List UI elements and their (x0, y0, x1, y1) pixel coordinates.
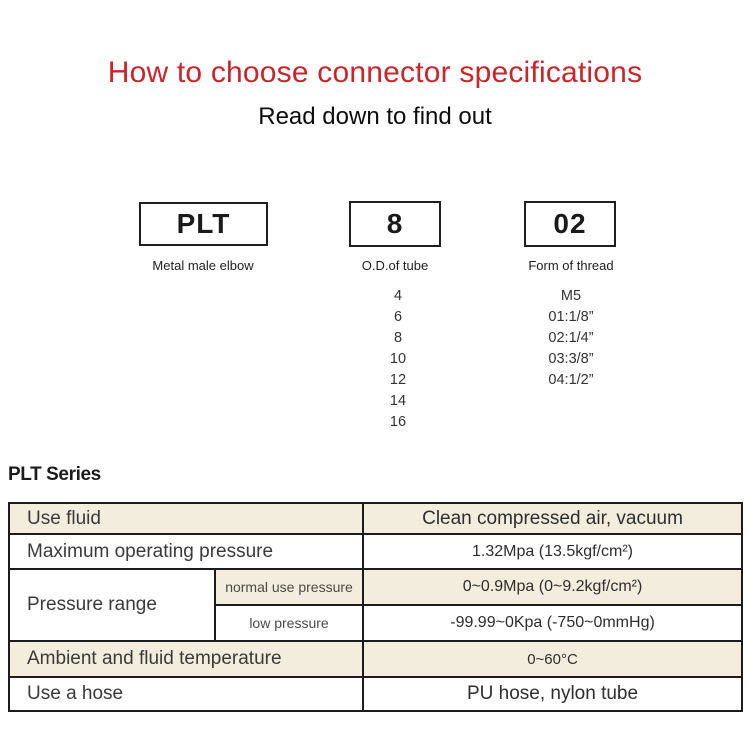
tube-size-option: 16 (389, 414, 407, 430)
page-title: How to choose connector specifications (107, 56, 643, 89)
spec-value-temperature: 0~60°C (362, 640, 744, 678)
spec-label-use-fluid: Use fluid (7, 502, 365, 535)
spec-row-use-fluid: Use fluid Clean compressed air, vacuum (7, 502, 744, 535)
spec-row-pressure-low: low pressure -99.99~0Kpa (-750~0mmHg) (9, 604, 744, 642)
spec-table: Use fluid Clean compressed air, vacuum M… (7, 502, 744, 712)
tube-size-option: 12 (389, 372, 407, 388)
spec-label-pressure-range: Pressure range (8, 568, 216, 642)
spec-value-hose: PU hose, nylon tube (362, 676, 744, 712)
page-subtitle: Read down to find out (258, 103, 492, 130)
spec-sublabel-low-pressure: low pressure (213, 604, 365, 642)
spec-value-normal-pressure: 0~0.9Mpa (0~9.2kgf/cm²) (362, 568, 744, 606)
spec-label-hose: Use a hose (7, 676, 365, 712)
tube-size-option: 14 (389, 393, 407, 409)
model-code-box-tube-od: 8 (349, 201, 441, 247)
spec-value-use-fluid: Clean compressed air, vacuum (362, 502, 744, 535)
spec-row-temperature: Ambient and fluid temperature 0~60°C (7, 640, 744, 678)
thread-option: 01:1/8” (548, 309, 594, 325)
spec-label-max-pressure: Maximum operating pressure (7, 533, 365, 570)
tube-size-option: 8 (393, 330, 403, 346)
thread-option-list: M5 01:1/8” 02:1/4” 03:3/8” 04:1/2” (511, 286, 631, 391)
tube-size-option: 6 (393, 309, 403, 325)
model-code-box-thread: 02 (524, 201, 616, 247)
spec-row-pressure-normal: Pressure range normal use pressure 0~0.9… (8, 568, 744, 642)
thread-option: 03:3/8” (548, 351, 594, 367)
model-code-label-tube-od: O.D.of tube (361, 258, 429, 273)
spec-row-hose: Use a hose PU hose, nylon tube (7, 676, 744, 712)
thread-option: 02:1/4” (548, 330, 594, 346)
model-code-label-series: Metal male elbow (152, 258, 254, 273)
thread-option: M5 (560, 288, 582, 304)
spec-value-max-pressure: 1.32Mpa (13.5kgf/cm²) (362, 533, 744, 570)
tube-size-option: 10 (389, 351, 407, 367)
model-code-box-series: PLT (139, 202, 268, 246)
spec-row-max-pressure: Maximum operating pressure 1.32Mpa (13.5… (7, 533, 744, 570)
spec-sublabel-normal-pressure: normal use pressure (213, 568, 365, 606)
series-heading: PLT Series (8, 464, 101, 485)
tube-size-option: 4 (393, 288, 403, 304)
spec-value-low-pressure: -99.99~0Kpa (-750~0mmHg) (362, 604, 744, 642)
spec-label-temperature: Ambient and fluid temperature (7, 640, 365, 678)
tube-size-option-list: 4 6 8 10 12 14 16 (348, 286, 448, 433)
model-code-label-thread: Form of thread (528, 258, 614, 273)
thread-option: 04:1/2” (548, 372, 594, 388)
